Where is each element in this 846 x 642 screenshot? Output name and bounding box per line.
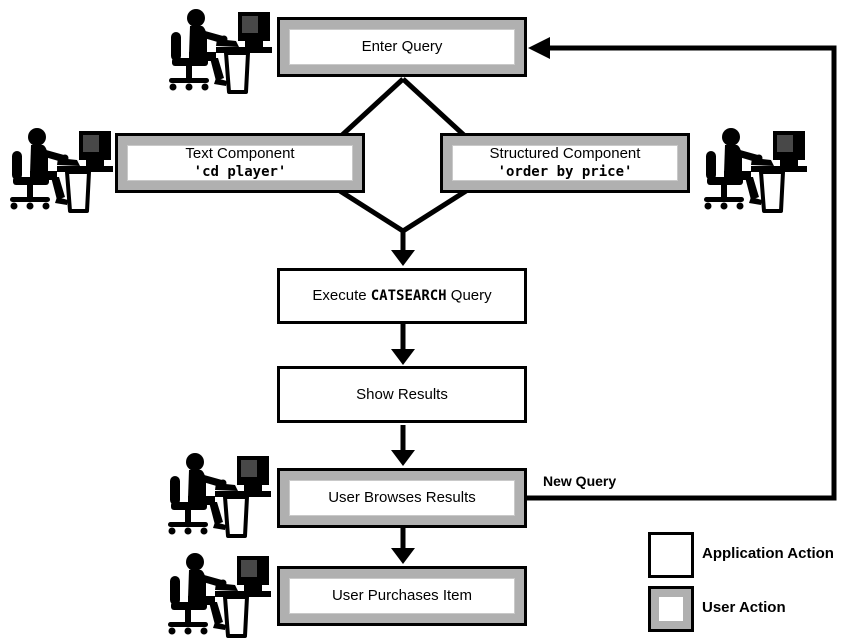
legend-application-action-label: Application Action [702,545,834,562]
person-at-computer-icon [166,552,271,638]
node-execute-label-code: CATSEARCH [370,288,447,304]
arrowhead-into-browses [391,450,415,466]
node-show-results: Show Results [277,366,527,423]
legend-user-action-label: User Action [702,599,786,616]
edge-enter-to-structured [401,77,468,139]
arrowhead-into-enter-query [528,37,550,59]
arrowhead-into-execute [391,250,415,266]
node-execute-label-suffix: Query [446,287,492,304]
legend-user-action-swatch [648,586,694,632]
node-text-component: Text Component 'cd player' [115,133,365,193]
node-user-purchases-label: User Purchases Item [331,587,473,604]
person-at-computer-icon [167,8,272,94]
node-user-browses-results: User Browses Results [277,468,527,528]
node-execute-catsearch-query: Execute CATSEARCH Query [277,268,527,324]
node-show-results-label: Show Results [356,385,448,403]
node-enter-query-label: Enter Query [361,38,443,55]
node-user-purchases-inner: User Purchases Item [289,578,515,614]
node-execute-label-prefix: Execute [312,287,371,304]
person-at-computer-icon [702,127,807,213]
edge-structured-to-execute [401,188,468,234]
edge-enter-to-text [338,77,405,139]
node-structured-component-code: 'order by price' [497,164,633,180]
node-enter-query-inner: Enter Query [289,29,515,65]
node-user-browses-inner: User Browses Results [289,480,515,516]
legend-user-action-swatch-inner [659,597,683,621]
node-text-component-title: Text Component [185,145,295,162]
person-at-computer-icon [166,452,271,538]
new-query-edge-label: New Query [543,473,617,489]
node-structured-component-inner: Structured Component 'order by price' [452,145,678,181]
node-enter-query: Enter Query [277,17,527,77]
arrowhead-into-purchases [391,548,415,564]
node-structured-component-title: Structured Component [489,145,641,162]
node-text-component-code: 'cd player' [193,164,287,180]
node-execute-label: Execute CATSEARCH Query [312,287,491,305]
node-text-component-inner: Text Component 'cd player' [127,145,353,181]
node-user-browses-label: User Browses Results [328,489,476,506]
edge-new-query-loop [527,45,837,501]
person-at-computer-icon [8,127,113,213]
legend-application-action-swatch [648,532,694,578]
node-structured-component: Structured Component 'order by price' [440,133,690,193]
node-user-purchases-item: User Purchases Item [277,566,527,626]
edge-text-to-execute [338,188,405,234]
arrowhead-into-show [391,349,415,365]
